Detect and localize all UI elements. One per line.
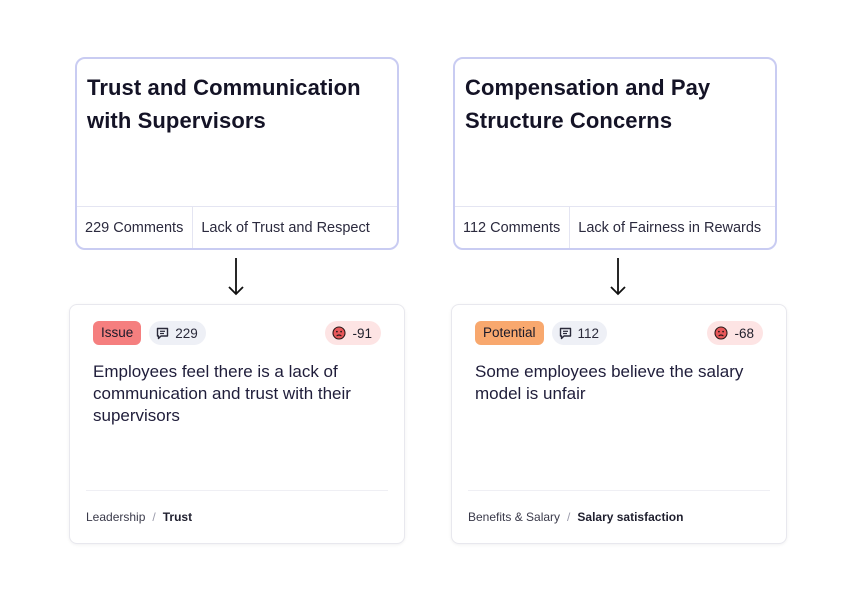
breadcrumb-category[interactable]: Leadership: [86, 510, 146, 524]
insight-card-salary[interactable]: Potential 112 -68 Some employees believe…: [451, 304, 787, 544]
breadcrumb-subcategory[interactable]: Trust: [162, 510, 193, 524]
topic-meta: 229 Comments Lack of Trust and Respect: [77, 206, 397, 248]
arrow-down-icon: [610, 258, 626, 296]
sad-face-icon: [332, 326, 347, 340]
topic-title: Trust and Communication with Supervisors: [87, 75, 361, 133]
topic-card-trust[interactable]: Trust and Communication with Supervisors…: [75, 57, 399, 250]
comment-count-badge[interactable]: 229: [149, 321, 206, 345]
insight-text: Some employees believe the salary model …: [475, 362, 744, 403]
comment-icon: [157, 327, 169, 339]
topic-comment-count: 112 Comments: [455, 207, 571, 248]
comment-count-badge[interactable]: 112: [551, 321, 608, 345]
breadcrumb-category[interactable]: Benefits & Salary: [468, 510, 561, 524]
arrow-down-icon: [228, 258, 244, 296]
breadcrumb-separator: /: [567, 510, 571, 524]
breadcrumb-separator: /: [152, 510, 156, 524]
topic-tag: Lack of Fairness in Rewards: [578, 219, 762, 236]
sentiment-score-badge: -91: [325, 321, 381, 345]
insight-text: Employees feel there is a lack of commun…: [93, 362, 351, 425]
breadcrumb-subcategory[interactable]: Salary satisfaction: [577, 510, 684, 524]
sad-face-icon: [714, 326, 729, 340]
issue-label-badge: Issue: [93, 321, 142, 345]
breadcrumb: Benefits & Salary / Salary satisfaction: [468, 490, 770, 543]
comment-count: 112: [577, 325, 600, 341]
potential-label-badge: Potential: [475, 321, 544, 345]
comment-icon: [559, 327, 571, 339]
insight-badges: Issue 229: [93, 321, 206, 345]
breadcrumb: Leadership / Trust: [86, 490, 388, 543]
sentiment-score: -68: [734, 325, 754, 341]
topic-comment-count: 229 Comments: [77, 207, 194, 248]
topic-card-compensation[interactable]: Compensation and Pay Structure Concerns …: [453, 57, 777, 250]
topic-meta: 112 Comments Lack of Fairness in Rewards: [455, 206, 775, 248]
sentiment-score: -91: [352, 325, 372, 341]
insight-card-trust[interactable]: Issue 229 -91 Employees feel there is a …: [69, 304, 405, 544]
topic-tag: Lack of Trust and Respect: [201, 219, 370, 236]
sentiment-score-badge: -68: [707, 321, 763, 345]
topic-title: Compensation and Pay Structure Concerns: [465, 75, 711, 133]
insight-badges: Potential 112: [475, 321, 608, 345]
comment-count: 229: [175, 325, 198, 341]
